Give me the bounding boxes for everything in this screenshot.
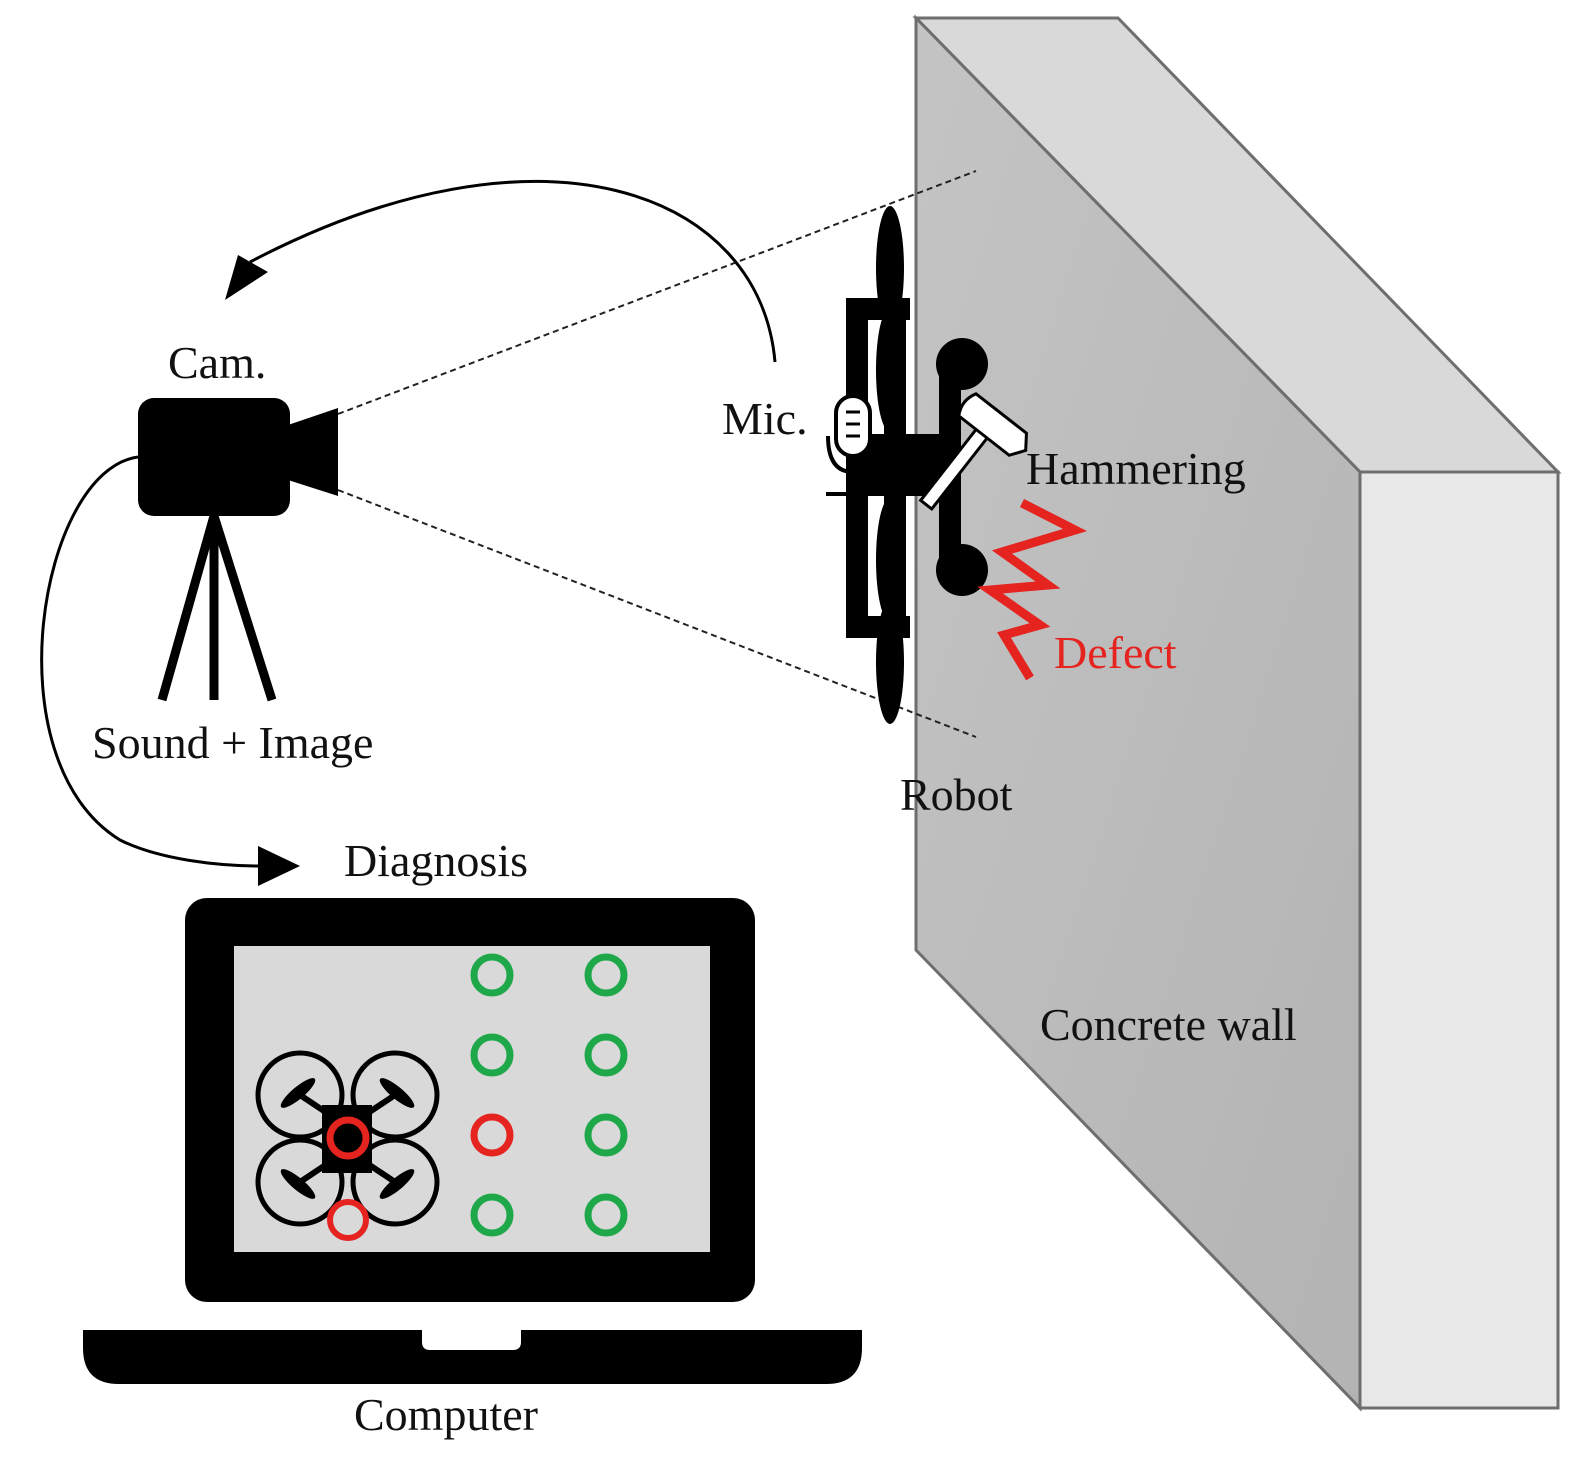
ok-marker bbox=[584, 1033, 628, 1077]
robot-position-dot bbox=[339, 1129, 357, 1147]
concrete-wall-label: Concrete wall bbox=[1040, 999, 1297, 1050]
ok-marker bbox=[470, 1033, 514, 1077]
microphone-icon bbox=[826, 394, 880, 496]
ok-marker bbox=[470, 1193, 514, 1237]
concrete-wall bbox=[912, 14, 1562, 1412]
ok-marker bbox=[584, 1193, 628, 1237]
robot-drone-icon bbox=[846, 206, 988, 724]
crack-icon bbox=[977, 498, 1088, 681]
defect-marker bbox=[470, 1113, 514, 1157]
ok-marker bbox=[584, 953, 628, 997]
ok-marker bbox=[584, 1113, 628, 1157]
wall-side-face bbox=[1358, 470, 1560, 1410]
data-transfer-arrow bbox=[40, 455, 300, 886]
sound-transmission-arrow bbox=[225, 180, 777, 363]
arrow-head-icon bbox=[225, 255, 268, 300]
robot-label: Robot bbox=[900, 769, 1013, 820]
diagnosis-marker-grid bbox=[470, 953, 628, 1237]
ok-marker bbox=[470, 953, 514, 997]
laptop-base bbox=[83, 1330, 862, 1384]
tripod-icon bbox=[157, 514, 277, 702]
camera-icon bbox=[138, 398, 338, 516]
hammering-label: Hammering bbox=[1026, 443, 1246, 494]
defect-label: Defect bbox=[1054, 627, 1177, 678]
robot-position-marker bbox=[326, 1116, 370, 1160]
laptop-screen bbox=[234, 946, 710, 1252]
hammer-icon bbox=[918, 392, 1028, 512]
sound-image-label: Sound + Image bbox=[92, 717, 373, 768]
camera-field-of-view bbox=[337, 170, 977, 738]
camera-label: Cam. bbox=[168, 337, 266, 388]
hammer-point-marker bbox=[327, 1199, 369, 1241]
diagnosis-label: Diagnosis bbox=[344, 835, 528, 886]
computer-label: Computer bbox=[354, 1389, 538, 1440]
microphone-label: Mic. bbox=[722, 393, 808, 444]
arrow-head-icon bbox=[258, 846, 300, 886]
